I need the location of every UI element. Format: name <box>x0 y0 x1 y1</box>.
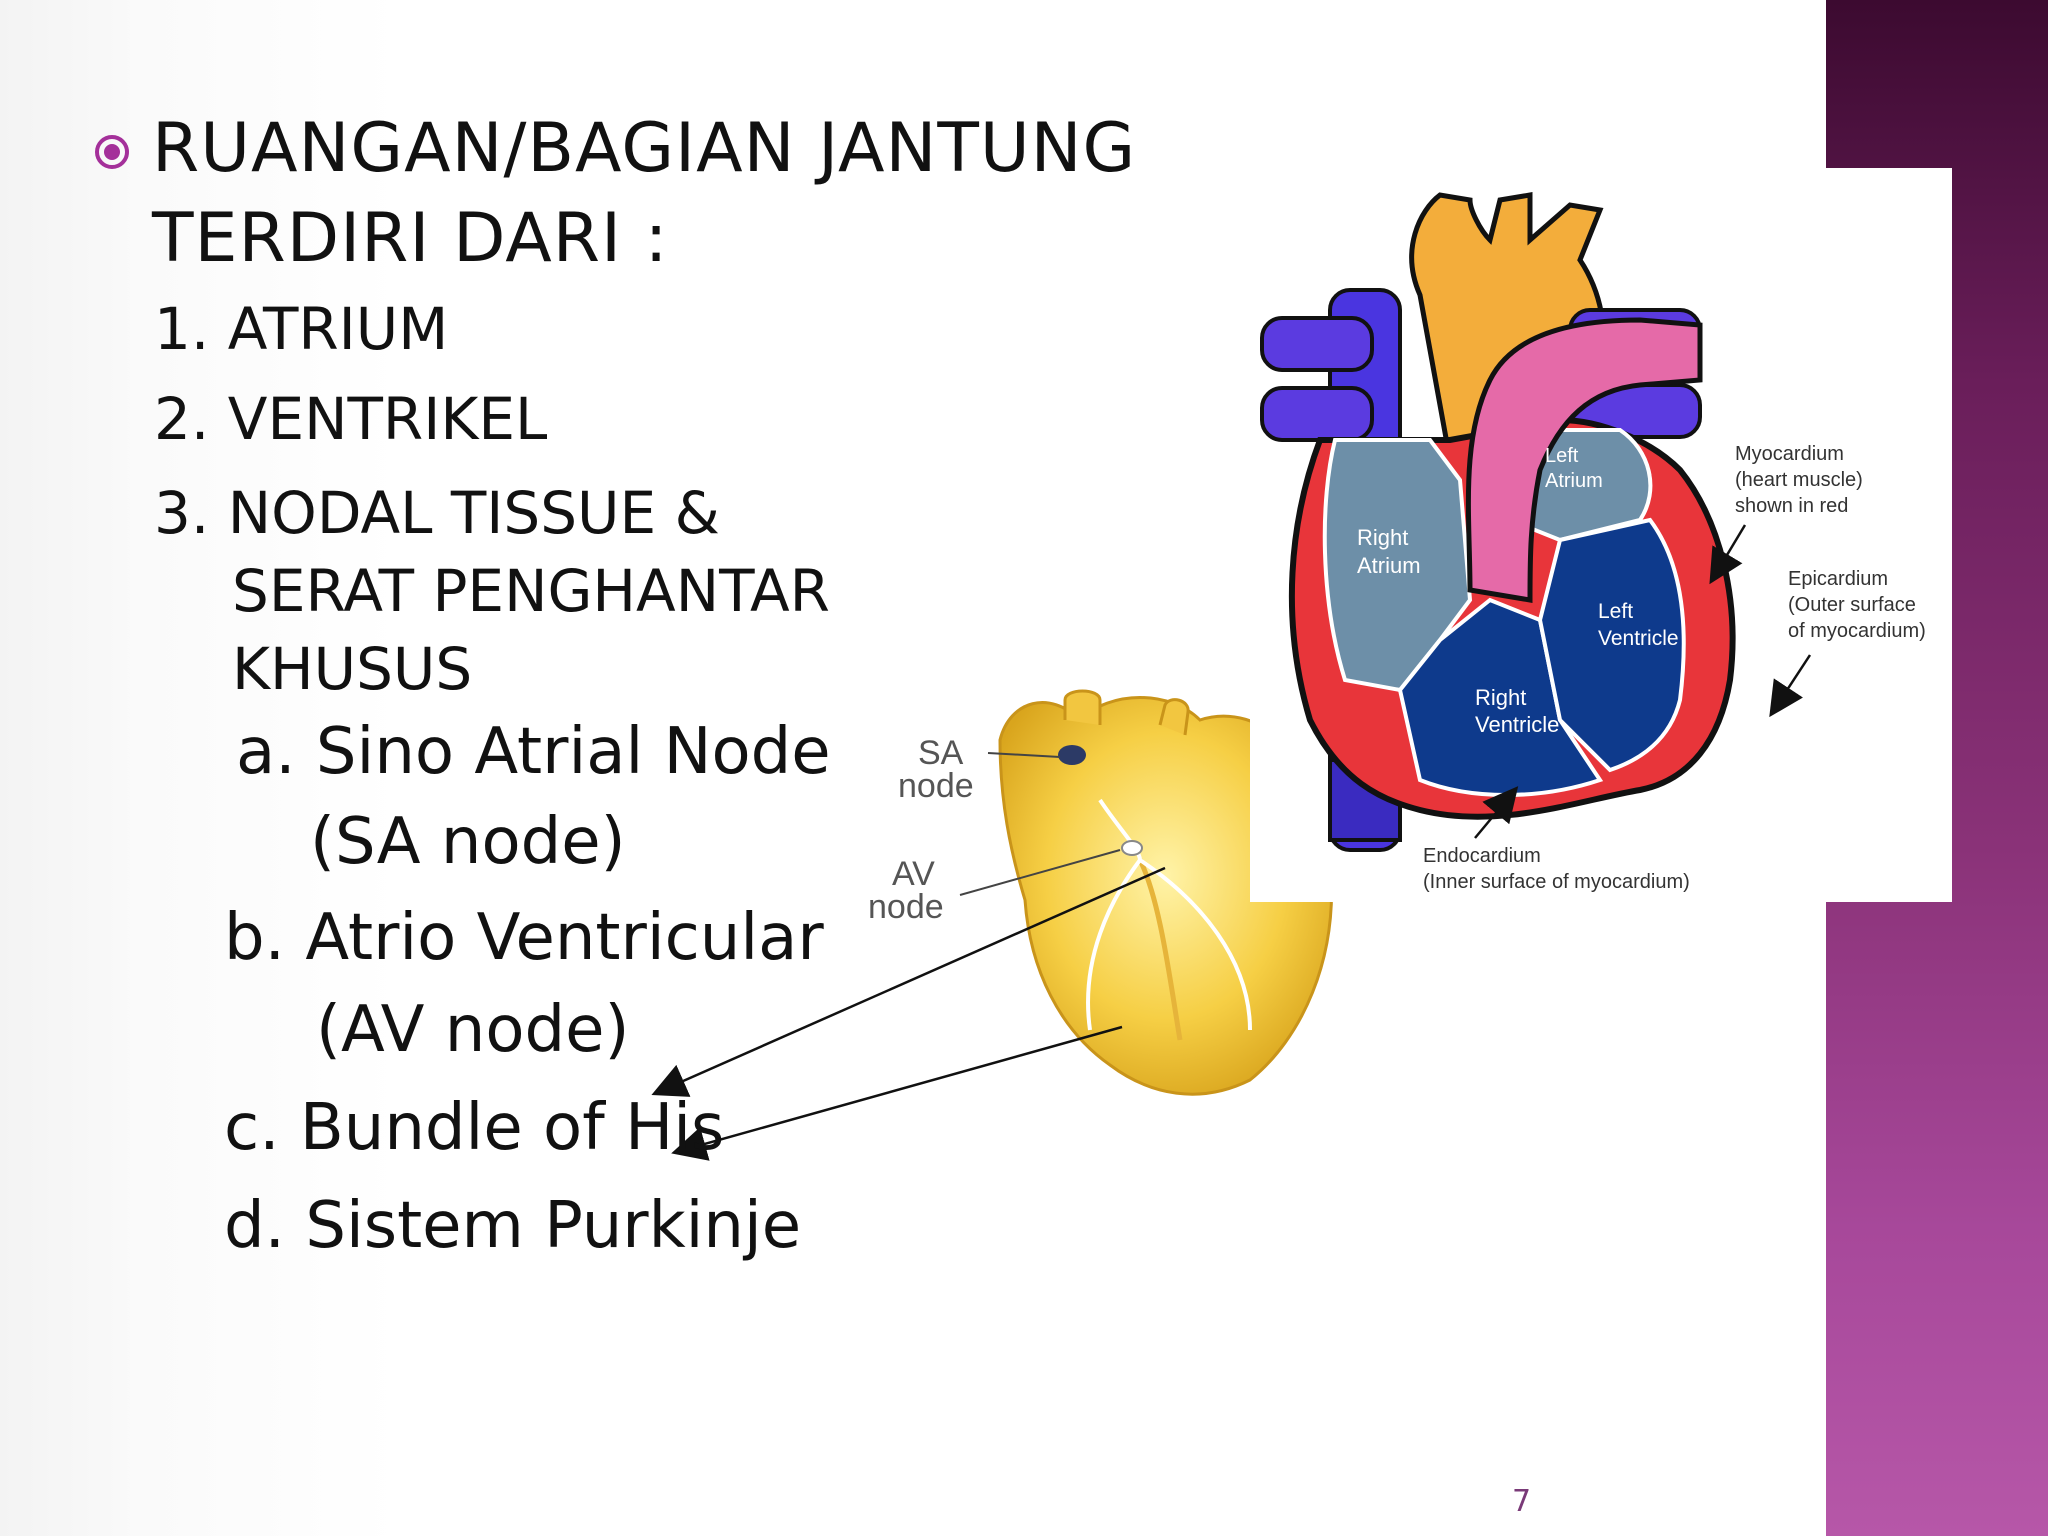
bundle-of-his-arrow-1 <box>651 866 1166 1097</box>
myocardium-label-3: shown in red <box>1735 495 1848 517</box>
endocardium-pointer <box>1474 786 1519 839</box>
yellow-heart-shape <box>998 696 1333 1096</box>
vessel-stub <box>1158 698 1190 736</box>
left-ventricle-shape <box>1537 517 1686 773</box>
right-atrium-label-1: Right <box>1357 525 1408 550</box>
bundle-of-his-arrow-2 <box>671 1025 1123 1161</box>
sa-node-marker <box>1058 745 1086 765</box>
right-ventricle-label-2: Ventricle <box>1475 712 1559 737</box>
left-atrium-label-1: Left <box>1545 445 1579 467</box>
list-item-nodal-tissue-line-2: SERAT PENGHANTAR <box>232 557 830 625</box>
radio-bullet-icon <box>95 135 129 169</box>
list-item-nodal-tissue-line-3: KHUSUS <box>232 635 473 703</box>
epicardium-label-2: (Outer surface <box>1788 594 1916 616</box>
av-label: AV <box>892 855 935 893</box>
left-ventricle-label-1: Left <box>1598 600 1633 623</box>
endocardium-label-1: Endocardium <box>1423 845 1541 867</box>
myocardium-pointer <box>1709 524 1747 585</box>
av-pointer-line <box>959 849 1121 896</box>
list-item-nodal-tissue-line-1: 3. NODAL TISSUE & <box>154 479 720 547</box>
heading-line-2: TERDIRI DARI : <box>152 199 669 278</box>
left-ventricle-label-2: Ventricle <box>1598 627 1679 650</box>
epicardium-pointer <box>1769 654 1812 718</box>
epicardium-label-1: Epicardium <box>1788 568 1888 590</box>
right-atrium-label-2: Atrium <box>1357 553 1421 578</box>
myocardium-label-1: Myocardium <box>1735 443 1844 465</box>
sub-item-sistem-purkinje: d. Sistem Purkinje <box>224 1189 802 1263</box>
left-atrium-label-2: Atrium <box>1545 470 1603 492</box>
heading-line-1: RUANGAN/BAGIAN JANTUNG <box>152 109 1137 188</box>
purkinje-branches <box>1086 798 1252 1031</box>
endocardium-label-2: (Inner surface of myocardium) <box>1423 871 1690 893</box>
sub-item-av-node-abbr: (AV node) <box>316 993 630 1067</box>
aorta-stub <box>1063 689 1102 725</box>
sub-item-av-node: b. Atrio Ventricular I <box>224 902 844 974</box>
slide-heading: RUANGAN/BAGIAN JANTUNG TERDIRI DARI : <box>152 104 1136 284</box>
sub-item-sa-node: a. Sino Atrial Node <box>236 715 831 789</box>
list-item-atrium: 1. ATRIUM <box>154 295 449 363</box>
page-number: 7 <box>1512 1484 1532 1519</box>
myocardium-label-2: (heart muscle) <box>1735 469 1863 491</box>
av-node-label: node <box>868 888 944 926</box>
sub-item-bundle-of-his: c. Bundle of His <box>224 1091 725 1165</box>
sub-item-sa-node-abbr: (SA node) <box>310 805 626 879</box>
epicardium-label-3: of myocardium) <box>1788 620 1926 642</box>
list-item-ventrikel: 2. VENTRIKEL <box>154 385 548 453</box>
av-node-marker <box>1121 840 1143 856</box>
sa-node-label: node <box>898 767 974 805</box>
pulmonary-vein-left-1 <box>1260 316 1374 372</box>
sa-pointer-line <box>987 752 1061 758</box>
pulmonary-artery <box>1465 317 1703 603</box>
sa-label: SA <box>918 734 964 772</box>
right-ventricle-label-1: Right <box>1475 685 1526 710</box>
